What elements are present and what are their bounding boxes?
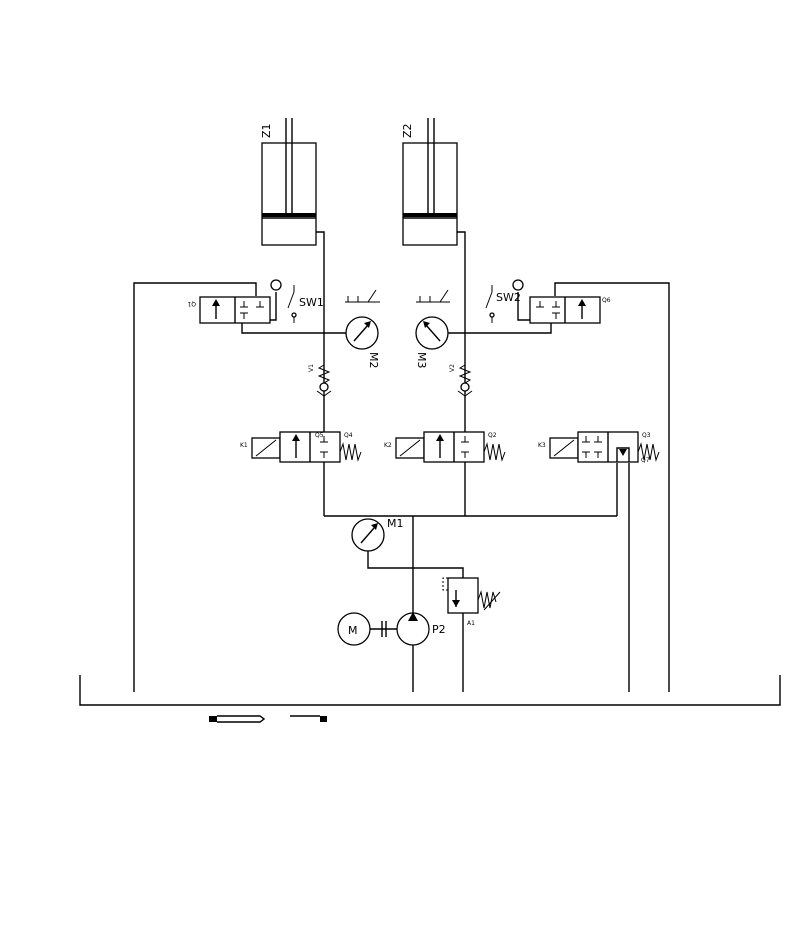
check-valve-right: V2: [449, 364, 473, 397]
label-z2: Z2: [401, 123, 414, 138]
gauge-m2: M2: [324, 289, 380, 369]
line-m1-branch: [367, 551, 464, 578]
label-motor: M: [348, 624, 358, 637]
label-z1: Z1: [260, 123, 273, 138]
label-k1: K1: [240, 442, 248, 449]
valve-q3: K3 Q3 Q7: [538, 431, 660, 464]
check-valve-left: V1: [308, 364, 332, 397]
cylinder-z1: Z1: [260, 118, 317, 246]
label-sw2: SW2: [496, 291, 521, 304]
pressure-indicator-left: [270, 279, 282, 291]
line-z1-supply: [316, 231, 325, 516]
label-m3: M3: [415, 352, 428, 369]
label-check-left: V1: [308, 364, 315, 372]
label-q7: Q7: [641, 457, 650, 464]
label-check-right: V2: [449, 364, 456, 372]
label-p2: P2: [432, 623, 446, 636]
label-q4: Q4: [344, 432, 353, 439]
pump-p2: P2: [396, 612, 446, 646]
motor: M: [337, 612, 397, 646]
relief-valve-a1: A1: [442, 577, 501, 627]
cylinder-z2: Z2: [401, 118, 458, 246]
label-q6: Q6: [602, 297, 611, 304]
label-m1: M1: [387, 517, 404, 530]
switch-sw2: SW2: [485, 285, 521, 323]
label-k2: K2: [384, 442, 392, 449]
tank-outline: [79, 675, 781, 706]
line-return-right: [554, 282, 670, 692]
label-q5: Q5: [315, 432, 324, 439]
level-marks: [209, 715, 327, 723]
line-z2-supply: [457, 231, 466, 516]
label-q1-left: Q1: [187, 300, 196, 307]
line-return-left: [133, 282, 257, 692]
label-q3: Q3: [642, 432, 651, 439]
valve-q6-right: Q6: [529, 296, 611, 324]
label-m2: M2: [367, 352, 380, 369]
label-k3: K3: [538, 442, 546, 449]
gauge-m3: M3: [415, 289, 465, 369]
gauge-m1: M1: [351, 517, 404, 552]
label-q2: Q2: [488, 432, 497, 439]
valve-q4: K1 Q5 Q4: [240, 431, 362, 463]
valve-q1-left: Q1: [187, 296, 271, 324]
label-sw1: SW1: [299, 296, 324, 309]
label-a1: A1: [467, 620, 475, 627]
pressure-indicator-right: [512, 279, 524, 291]
switch-sw1: SW1: [287, 285, 324, 323]
valve-q2: K2 Q2: [384, 431, 506, 463]
